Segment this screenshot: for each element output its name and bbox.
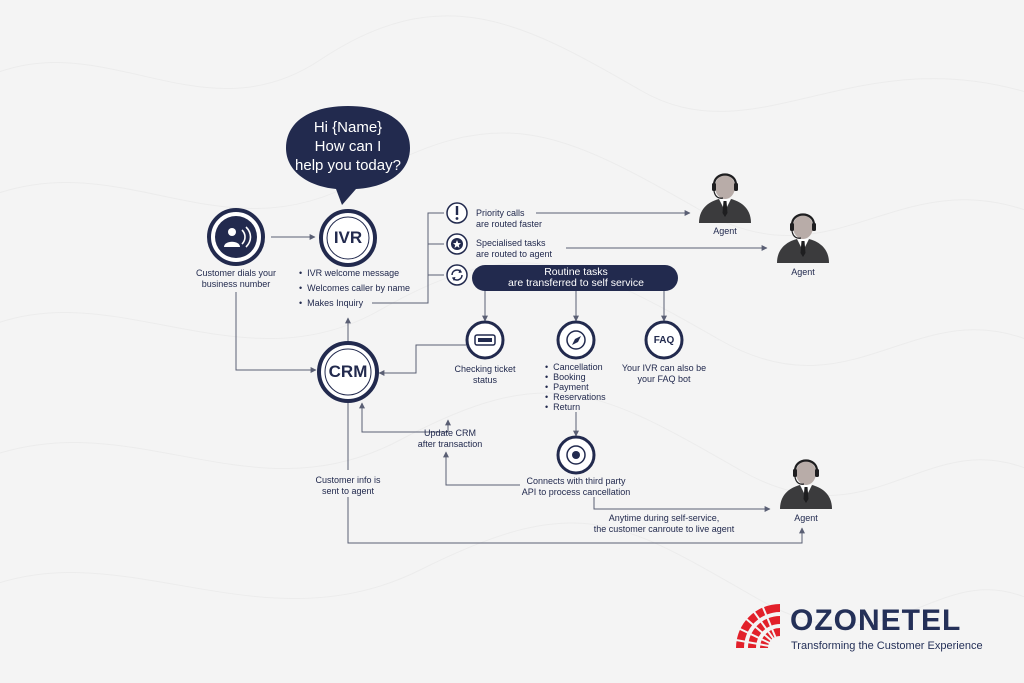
customer-info-label: Customer info is sent to agent [302,475,394,497]
crm-node [317,341,379,403]
ivr-bullet: IVR welcome message [299,266,410,281]
bubble-line-3: help you today? [295,157,401,174]
priority-label: Priority calls are routed faster [476,208,542,230]
customer-node [207,208,265,266]
faq-icon-text: FAQ [653,335,675,346]
ivr-node-text: IVR [333,228,363,247]
brand-name-part-2: TEL [901,604,962,637]
update-crm-label: Update CRM after transaction [410,428,490,450]
cancellation-bullet: Cancellation [545,362,606,372]
faq-label-line-2: your FAQ bot [637,374,691,384]
agent-label: Agent [794,513,818,523]
anytime-line-1: Anytime during self-service, [608,513,720,523]
customer-label-line-1: Customer dials your [195,268,277,278]
specialised-label-line-2: are routed to agent [476,249,553,259]
agent-label: Agent [791,267,815,277]
ivr-bullet-list: IVR welcome message Welcomes caller by n… [299,266,410,311]
ivr-node [319,209,377,267]
target-icon [556,435,596,475]
phone-user-icon [224,226,252,248]
routine-label: Routine tasks are transferred to self se… [474,267,678,289]
refresh-icon [446,264,468,286]
specialised-label-line-1: Specialised tasks [476,238,546,248]
ticket-label-line-1: Checking ticket [454,364,516,374]
customer-label-line-2: business number [201,279,271,289]
compass-icon [556,320,596,360]
bubble-line-1: Hi {Name} [313,119,383,136]
api-label-line-1: Connects with third party [526,476,626,486]
update-crm-line-1: Update CRM [423,428,477,438]
ticket-label-line-2: status [472,375,497,385]
customer-label: Customer dials your business number [180,268,292,290]
specialised-label: Specialised tasks are routed to agent [476,238,552,260]
faq-label-line-1: Your IVR can also be [621,363,707,373]
faq-label: Your IVR can also be your FAQ bot [612,363,716,385]
cancellation-bullet: Reservations [545,392,606,402]
customer-info-line-1: Customer info is [315,475,381,485]
cancellation-bullet: Return [545,402,606,412]
ivr-bullet: Makes Inquiry [299,296,410,311]
customer-info-line-2: sent to agent [321,486,375,496]
faq-icon [644,320,684,360]
ticket-label: Checking ticket status [440,364,530,386]
ivr-bullet: Welcomes caller by name [299,281,410,296]
star-icon [446,233,468,255]
api-label-line-2: API to process cancellation [521,487,631,497]
brand-logo: OZONETEL [790,604,961,638]
brand-name-part-1: OZONE [790,604,902,637]
priority-label-line-1: Priority calls [476,208,525,218]
routine-label-line-1: Routine tasks [544,266,608,278]
cancellation-bullet-list: Cancellation Booking Payment Reservation… [545,362,606,412]
agent-label: Agent [713,226,737,236]
crm-node-text: CRM [328,362,368,381]
update-crm-line-2: after transaction [417,439,483,449]
cancellation-bullet: Payment [545,382,606,392]
ticket-icon [465,320,505,360]
cancellation-bullet: Booking [545,372,606,382]
bubble-line-2: How can I [314,138,382,155]
anytime-line-2: the customer canroute to live agent [593,524,735,534]
priority-label-line-2: are routed faster [476,219,543,229]
api-label: Connects with third party API to process… [514,476,638,498]
anytime-label: Anytime during self-service, the custome… [578,513,750,535]
routine-pill [472,265,678,291]
routine-label-line-2: are transferred to self service [508,277,644,289]
brand-tagline: Transforming the Customer Experience [791,640,983,652]
bubble-greeting: Hi {Name} How can I help you today? [288,118,408,175]
exclamation-icon [446,202,468,224]
